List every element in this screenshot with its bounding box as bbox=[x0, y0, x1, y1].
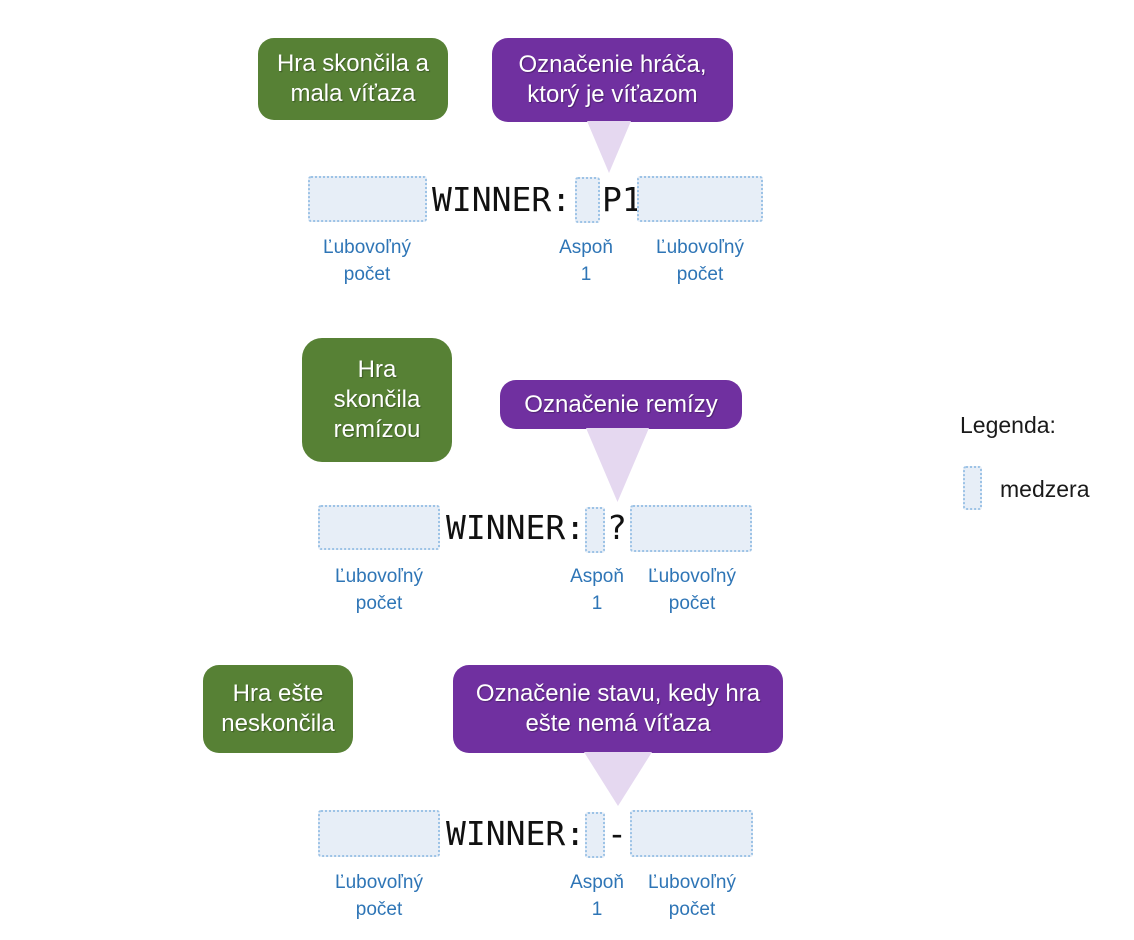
note-at-least-one: Aspoň 1 bbox=[570, 872, 624, 920]
keyword-text: WINNER: bbox=[432, 179, 572, 219]
winner-value-text: ? bbox=[607, 507, 627, 547]
annotation-box-draw: Označenie remízy bbox=[500, 380, 742, 429]
note-at-least-one: Aspoň 1 bbox=[570, 566, 624, 614]
space-swatch-icon bbox=[963, 466, 982, 510]
condition-box-game-draw: Hra skončila remízou bbox=[302, 338, 452, 462]
note-any-count-right: Ľubovoľný počet bbox=[656, 237, 744, 285]
pointer-triangle-icon bbox=[587, 121, 631, 173]
note-any-count-left: Ľubovoľný počet bbox=[335, 872, 423, 920]
winner-value-text: P1 bbox=[602, 179, 642, 219]
space-box-separator bbox=[575, 177, 600, 223]
annotation-box-winner-player: Označenie hráča, ktorý je víťazom bbox=[492, 38, 733, 122]
note-at-least-one: Aspoň 1 bbox=[559, 237, 613, 285]
annotation-box-no-winner-yet: Označenie stavu, kedy hra ešte nemá víťa… bbox=[453, 665, 783, 753]
space-box-right bbox=[630, 810, 753, 857]
space-box-left bbox=[318, 505, 440, 550]
space-box-left bbox=[308, 176, 427, 222]
condition-box-game-won: Hra skončila a mala víťaza bbox=[258, 38, 448, 120]
condition-box-game-not-finished: Hra ešte neskončila bbox=[203, 665, 353, 753]
space-box-separator bbox=[585, 507, 605, 553]
winner-value-text: - bbox=[607, 814, 627, 853]
note-any-count-right: Ľubovoľný počet bbox=[648, 566, 736, 614]
pointer-triangle-icon bbox=[586, 428, 649, 502]
note-any-count-left: Ľubovoľný počet bbox=[335, 566, 423, 614]
pointer-triangle-icon bbox=[584, 752, 652, 806]
space-box-right bbox=[637, 176, 763, 222]
legend-item-label: medzera bbox=[1000, 476, 1090, 502]
note-any-count-right: Ľubovoľný počet bbox=[648, 872, 736, 920]
space-box-right bbox=[630, 505, 752, 552]
keyword-text: WINNER: bbox=[446, 507, 586, 547]
note-any-count-left: Ľubovoľný počet bbox=[323, 237, 411, 285]
keyword-text: WINNER: bbox=[446, 814, 586, 853]
space-box-separator bbox=[585, 812, 605, 858]
space-box-left bbox=[318, 810, 440, 857]
legend-title: Legenda: bbox=[960, 412, 1056, 438]
